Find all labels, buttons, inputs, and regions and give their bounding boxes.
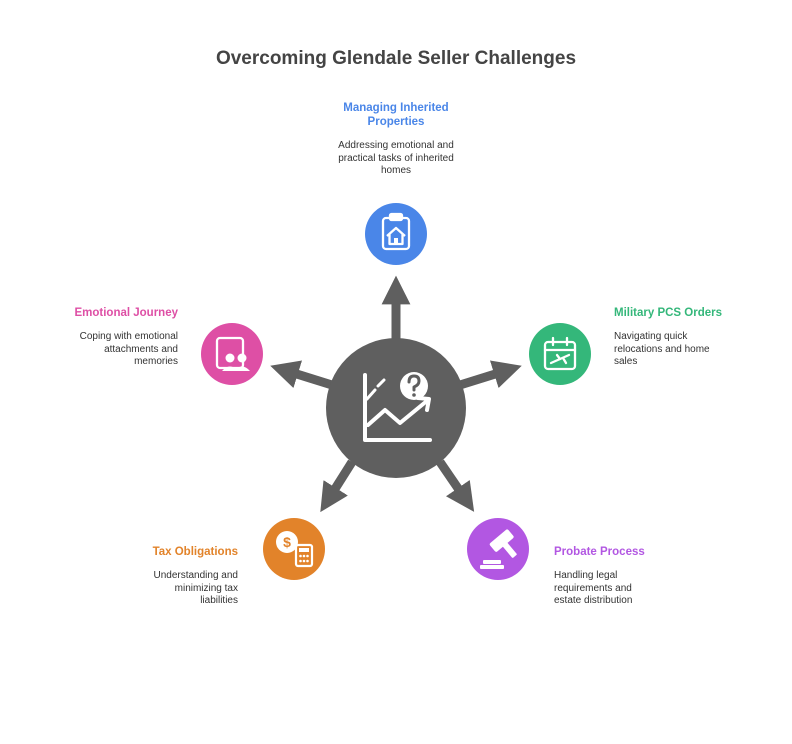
arrow-emotional — [270, 360, 334, 390]
tax-description: Understanding and minimizing tax liabili… — [153, 570, 238, 606]
calendar-plane-icon — [543, 336, 577, 371]
tax-label: Tax Obligations — [152, 546, 238, 558]
center-hub — [326, 338, 466, 478]
gavel-icon — [480, 529, 517, 569]
arrow-military — [458, 360, 522, 390]
military-description: Navigating quick relocations and home sa… — [614, 331, 710, 367]
svg-text:$: $ — [283, 534, 291, 550]
military-node — [529, 323, 591, 385]
emotional-description: Coping with emotional attachments and me… — [79, 331, 178, 367]
dollar-calculator-icon: $ — [276, 531, 314, 568]
emotional-label: Emotional Journey — [74, 307, 178, 319]
clipboard-house-icon — [381, 212, 411, 251]
probate-label: Probate Process — [554, 546, 645, 558]
arrows — [270, 275, 522, 513]
probate-description: Handling legal requirements and estate d… — [554, 570, 633, 606]
inherited-description: Addressing emotional and practical tasks… — [338, 140, 454, 176]
inherited-label: Managing Inherited Properties — [343, 102, 449, 128]
arrow-probate — [436, 459, 475, 512]
frame-people-icon — [215, 336, 250, 371]
diagram-title: Overcoming Glendale Seller Challenges — [215, 48, 577, 69]
inherited-node — [365, 203, 427, 265]
chart-question-icon — [363, 372, 432, 442]
military-label: Military PCS Orders — [614, 307, 723, 319]
arrow-tax — [320, 459, 356, 513]
